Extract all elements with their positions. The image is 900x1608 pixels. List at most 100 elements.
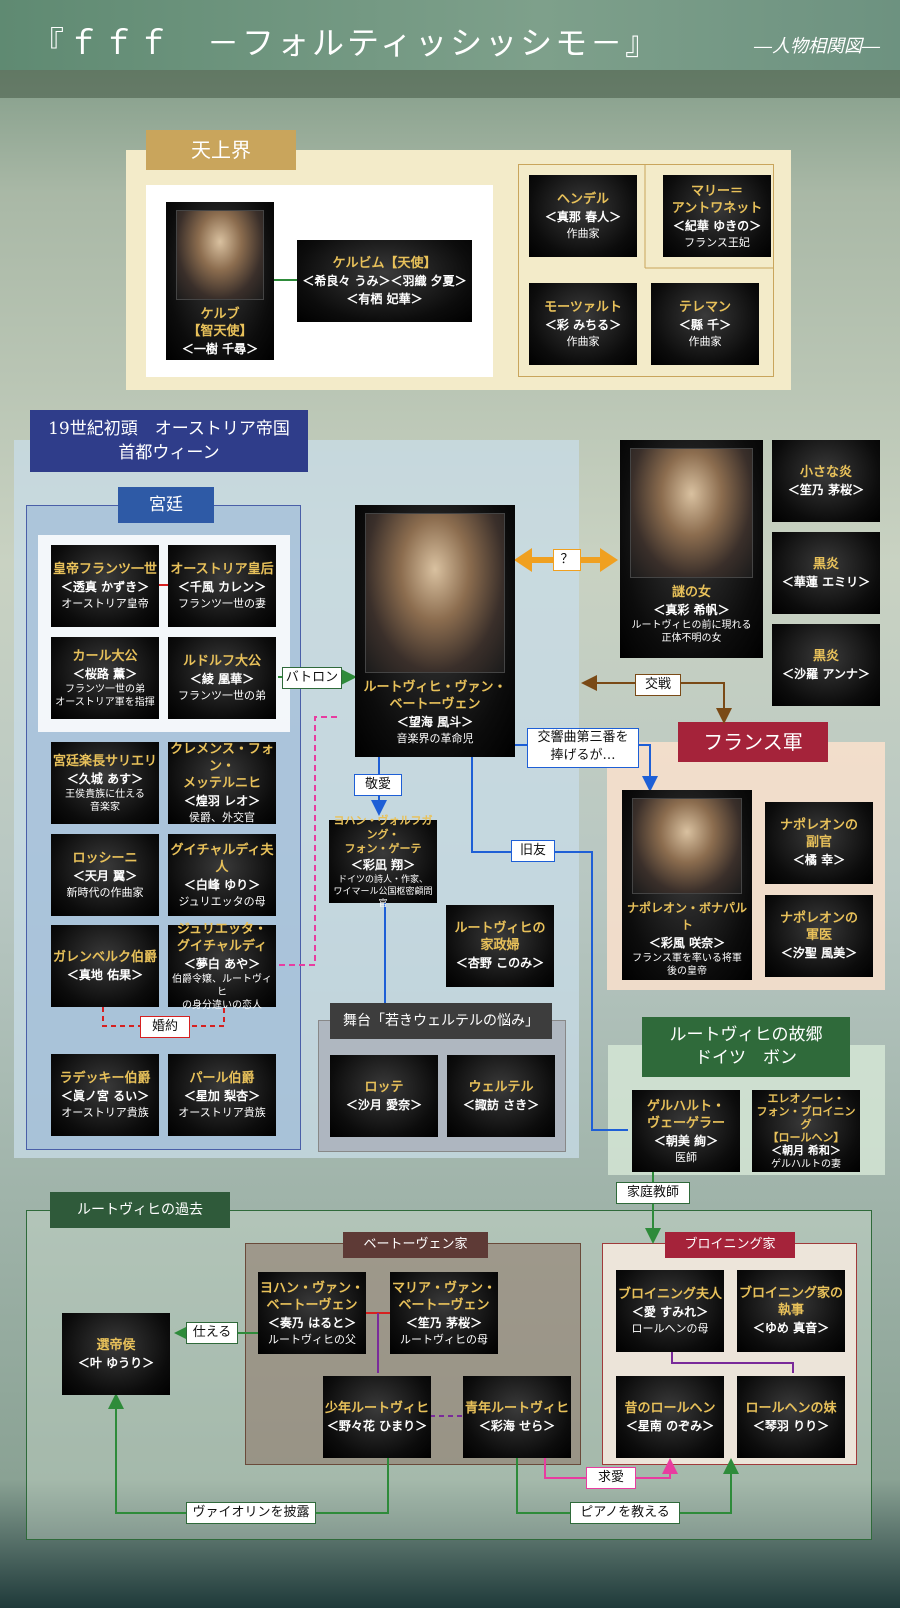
header-bar: 『ｆｆｆ －フォルティッシッシモ－』 ―人物相関図― [0,0,900,70]
card-name: ブロイニング夫人 [618,1287,723,1302]
card-desc: ゲルハルトの妻 [771,1158,841,1170]
card-name: カール大公 [72,648,138,664]
tenjokai-title: 天上界 [146,130,296,170]
card-name: 謎の女 [671,585,711,600]
card-actor: ＜笙乃 茅桜＞ [405,1315,483,1330]
card-name: 小さな炎 [799,464,852,480]
ludwig-portrait [365,513,505,673]
card-actor: ＜眞ノ宮 るい＞ [60,1089,150,1103]
beethoven-family-title: ベートーヴェン家 [343,1232,488,1258]
card-actor: ＜諏訪 さき＞ [462,1097,540,1112]
card-lorchen-sister[interactable]: ロールヘンの妹 ＜琴羽 りり＞ [737,1376,845,1458]
card-desc: フランス軍を率いる将軍 後の皇帝 [632,953,742,977]
card-actor: ＜久城 あす＞ [66,771,144,786]
card-young-boy[interactable]: 少年ルートヴィヒ ＜野々花 ひまり＞ [323,1376,431,1458]
card-johann[interactable]: ヨハン・ヴァン・ ベートーヴェン ＜奏乃 はると＞ ルートヴィヒの父 [258,1272,366,1354]
card-cherubim[interactable]: ケルビム【天使】 ＜希良々 うみ＞＜羽織 夕夏＞ ＜有栖 妃華＞ [297,240,472,322]
card-marie[interactable]: マリー＝ アントワネット ＜紀華 ゆきの＞ フランス王妃 [663,175,771,257]
court-title: 宮廷 [118,487,214,523]
card-housekeeper[interactable]: ルートヴィヒの 家政婦 ＜杏野 このみ＞ [446,905,554,987]
card-actor: ＜一樹 千尋＞ [181,342,259,356]
card-actor: ＜真那 春人＞ [544,210,622,224]
card-telemann[interactable]: テレマン ＜縣 千＞ 作曲家 [651,283,759,365]
france-title: フランス軍 [678,722,828,762]
card-desc: ジュリエッタの母 [178,894,266,908]
card-name: グイチャルディ夫人 [170,842,274,875]
card-name: ウェルテル [468,1079,534,1095]
card-actor: ＜琴羽 りり＞ [752,1418,830,1433]
label-tutor: 家庭教師 [616,1182,690,1204]
card-desc: ルートヴィヒの母 [400,1332,488,1346]
card-actor: ＜朝美 絢＞ [653,1133,719,1148]
card-name: ナポレオンの 軍医 [779,911,858,943]
card-mozart[interactable]: モーツァルト ＜彩 みちる＞ 作曲家 [529,283,637,365]
card-flame-black-1[interactable]: 黒炎 ＜華蓮 エミリ＞ [772,532,880,614]
card-actor: ＜希良々 うみ＞＜羽織 夕夏＞ ＜有栖 妃華＞ [302,273,467,306]
card-name: クレメンス・フォン・ メッテルニヒ [170,742,274,791]
card-guicciardi-wife[interactable]: グイチャルディ夫人 ＜白峰 ゆり＞ ジュリエッタの母 [168,834,276,916]
card-wegeler[interactable]: ゲルハルト・ ヴェーゲラー ＜朝美 絢＞ 医師 [632,1090,740,1172]
card-actor: ＜紀華 ゆきの＞ [672,218,762,233]
card-napoleon[interactable]: ナポレオン・ボナパルト ＜彩風 咲奈＞ フランス軍を率いる将軍 後の皇帝 [622,790,752,980]
page-title: 『ｆｆｆ －フォルティッシッシモ－』 [32,24,661,62]
card-giulietta[interactable]: ジュリエッタ・ グイチャルディ ＜夢白 あや＞ 伯爵令嬢、ルートヴィヒ の身分違… [168,922,276,1011]
card-salieri[interactable]: 宮廷楽長サリエリ ＜久城 あす＞ 王侯貴族に仕える 音楽家 [51,742,159,824]
card-actor: ＜野々花 ひまり＞ [326,1418,428,1433]
card-actor: ＜愛 すみれ＞ [631,1305,709,1319]
card-surgeon[interactable]: ナポレオンの 軍医 ＜汐聖 風美＞ [765,895,873,977]
card-kerub[interactable]: ケルブ 【智天使】 ＜一樹 千尋＞ [166,202,274,360]
page-subtitle: ―人物相関図― [754,36,880,57]
card-radetzky[interactable]: ラデッキー伯爵 ＜眞ノ宮 るい＞ オーストリア貴族 [51,1054,159,1136]
card-butler[interactable]: ブロイニング家の 執事 ＜ゆめ 真音＞ [737,1270,845,1352]
card-name: ヘンデル [556,192,609,207]
card-karl[interactable]: カール大公 ＜桜路 薫＞ フランツ一世の弟 オーストリア軍を指揮 [51,637,159,719]
card-name: 少年ルートヴィヒ [325,1400,430,1416]
card-desc: フランツ一世の妻 [178,597,266,610]
card-empress[interactable]: オーストリア皇后 ＜千風 カレン＞ フランツ一世の妻 [168,545,276,627]
card-gallenberg[interactable]: ガレンベルク伯爵 ＜真地 佑果＞ [51,925,159,1007]
card-desc: フランス王妃 [684,235,750,249]
card-flame-black-2[interactable]: 黒炎 ＜沙羅 アンナ＞ [772,624,880,706]
card-name: ルートヴィヒの 家政婦 [454,921,546,953]
card-metternich[interactable]: クレメンス・フォン・ メッテルニヒ ＜煌羽 レオ＞ 侯爵、外交官 [168,742,276,824]
card-eleonore[interactable]: エレオノーレ・ フォン・ブロイニング 【ロールヘン】 ＜朝月 希和＞ ゲルハルト… [752,1090,860,1172]
card-name: ヨハン・ヴァン・ ベートーヴェン [260,1280,365,1313]
card-mystery[interactable]: 謎の女 ＜真彩 希帆＞ ルートヴィヒの前に現れる 正体不明の女 [620,440,763,658]
card-palffy[interactable]: パール伯爵 ＜星加 梨杏＞ オーストリア貴族 [168,1054,276,1136]
card-name: 昔のロールヘン [624,1400,716,1416]
bonn-title: ルートヴィヒの故郷 ドイツ ボン [642,1017,850,1077]
card-name: ロールヘンの妹 [745,1400,837,1416]
card-rudolf[interactable]: ルドルフ大公 ＜綾 凰華＞ フランツ一世の弟 [168,637,276,719]
card-emperor[interactable]: 皇帝フランツ一世 ＜透真 かずき＞ オーストリア皇帝 [51,545,159,627]
card-desc: 伯爵令嬢、ルートヴィヒ の身分違いの恋人 [172,973,272,1011]
card-actor: ＜千風 カレン＞ [177,580,267,594]
card-werther[interactable]: ウェルテル ＜諏訪 さき＞ [447,1055,555,1137]
card-name: 黒炎 [812,556,839,572]
label-serve: 仕える [186,1322,238,1344]
card-name: モーツァルト [544,300,622,315]
card-mrs-breuning[interactable]: ブロイニング夫人 ＜愛 すみれ＞ ロールヘンの母 [616,1270,724,1352]
vienna-title: 19世紀初頭 オーストリア帝国 首都ウィーン [30,410,308,472]
card-goethe[interactable]: ヨハン・ヴォルフガング・ フォン・ゲーテ ＜彩凪 翔＞ ドイツの詩人・作家、 ワ… [329,814,437,909]
header-shadow [0,70,900,98]
card-name: ブロイニング家の 執事 [739,1286,844,1318]
card-desc: ドイツの詩人・作家、 ワイマール公国枢密顧問官 [333,874,433,909]
card-ludwig[interactable]: ルートヴィヒ・ヴァン・ ベートーヴェン ＜望海 風斗＞ 音楽界の革命児 [355,505,515,757]
card-aide[interactable]: ナポレオンの 副官 ＜橘 幸＞ [765,802,873,884]
card-elector[interactable]: 選帝侯 ＜叶 ゆうり＞ [62,1313,170,1395]
card-flame-small[interactable]: 小さな炎 ＜笙乃 茅桜＞ [772,440,880,522]
card-young-man[interactable]: 青年ルートヴィヒ ＜彩海 せら＞ [463,1376,571,1458]
card-actor: ＜桜路 薫＞ [72,666,138,681]
card-name: オーストリア皇后 [170,562,274,577]
card-lotte[interactable]: ロッテ ＜沙月 愛奈＞ [330,1055,438,1137]
card-rossini[interactable]: ロッシーニ ＜天月 翼＞ 新時代の作曲家 [51,834,159,916]
card-lorchen-past[interactable]: 昔のロールヘン ＜星南 のぞみ＞ [616,1376,724,1458]
card-name: ナポレオンの 副官 [779,818,858,850]
composers-frame [518,164,774,377]
card-maria[interactable]: マリア・ヴァン・ ベートーヴェン ＜笙乃 茅桜＞ ルートヴィヒの母 [390,1272,498,1354]
card-actor: ＜ゆめ 真音＞ [752,1321,830,1335]
card-handel[interactable]: ヘンデル ＜真那 春人＞ 作曲家 [529,175,637,257]
card-desc: 新時代の作曲家 [66,886,144,899]
card-actor: ＜星加 梨杏＞ [183,1089,261,1103]
card-actor: ＜星南 のぞみ＞ [625,1418,715,1433]
